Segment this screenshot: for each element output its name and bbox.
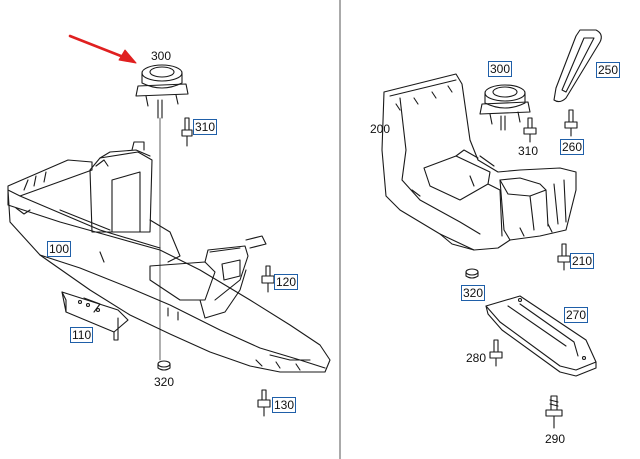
bolt-310-right: [523, 117, 537, 143]
bracket-110: [61, 291, 129, 341]
bolt-310-left: [181, 117, 193, 147]
part-label-200: 200: [370, 122, 391, 136]
part-label-300-left: 300: [151, 49, 172, 63]
bolt-280: [489, 339, 503, 367]
bolt-120: [261, 265, 275, 293]
part-label-280: 280: [466, 351, 487, 365]
part-link-270[interactable]: 270: [564, 307, 589, 323]
part-link-120[interactable]: 120: [274, 274, 299, 290]
bolt-130: [257, 389, 271, 417]
part-label-320-left: 320: [154, 375, 175, 389]
plate-270: [485, 295, 597, 377]
red-arrow-icon: [68, 34, 137, 64]
bolt-210: [557, 243, 571, 271]
part-link-300-right[interactable]: 300: [488, 61, 513, 77]
part-link-260[interactable]: 260: [560, 139, 585, 155]
part-link-310-left[interactable]: 310: [193, 119, 218, 135]
part-link-210[interactable]: 210: [570, 253, 595, 269]
part-link-130[interactable]: 130: [272, 397, 297, 413]
bolt-290: [545, 395, 563, 429]
bolt-260: [564, 109, 578, 137]
part-link-100[interactable]: 100: [47, 241, 72, 257]
engine-mount-left: [135, 64, 189, 361]
part-link-110[interactable]: 110: [70, 327, 94, 343]
nut-320-left: [157, 360, 171, 371]
part-label-310-right: 310: [518, 144, 539, 158]
part-link-320-right[interactable]: 320: [461, 285, 486, 301]
part-link-250[interactable]: 250: [596, 62, 621, 78]
crossmember-100: [7, 141, 331, 373]
engine-mount-right: [479, 84, 531, 131]
crossmember-200: [381, 73, 577, 251]
pad-250: [553, 29, 602, 103]
part-label-290: 290: [545, 432, 566, 446]
nut-320-right: [465, 268, 479, 279]
